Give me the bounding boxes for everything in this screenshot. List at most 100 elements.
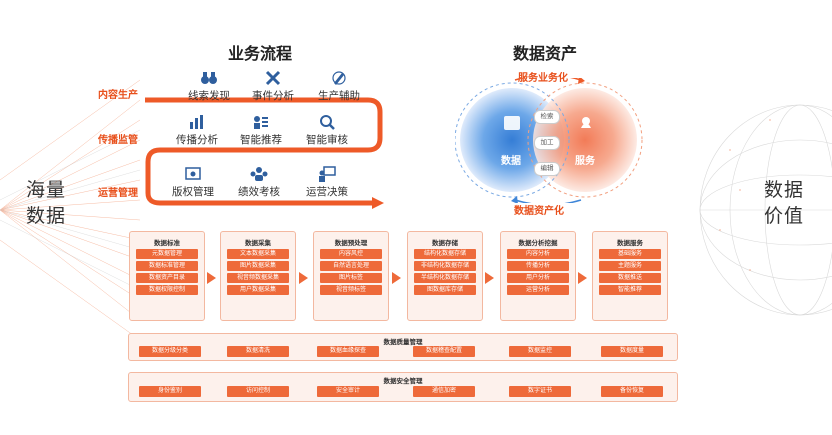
biz-item-broadcast-analysis[interactable]: 传播分析 <box>160 114 234 147</box>
stage-chip[interactable]: 内容分析 <box>507 249 569 259</box>
biz-item-label: 线索发现 <box>188 90 230 102</box>
flow-arrow <box>485 272 494 284</box>
certificate-icon <box>185 167 201 180</box>
stage-data-service: 数据服务 基础服务 主题服务 数据推送 智能推荐 <box>592 231 668 321</box>
business-title: 业务流程 <box>228 46 293 63</box>
stage-title: 数据服务 <box>617 240 643 247</box>
stage-chip[interactable]: 数据推送 <box>599 273 661 283</box>
biz-item-copyright-management[interactable]: 版权管理 <box>156 166 230 199</box>
stage-chip[interactable]: 图片数据采集 <box>227 261 289 271</box>
row-label-content-production: 内容生产 <box>98 90 138 101</box>
stage-chip[interactable]: 视音频数据采集 <box>227 273 289 283</box>
service-hand-icon <box>581 123 591 128</box>
stage-data-collection: 数据采集 文本数据采集 图片数据采集 视音频数据采集 用户数据采集 <box>220 231 296 321</box>
bar-chart-icon <box>190 115 203 129</box>
assets-top-label: 服务业务化 <box>518 73 568 84</box>
quality-chip[interactable]: 数据监控 <box>509 346 571 357</box>
stage-chip[interactable]: 基础服务 <box>599 249 661 259</box>
stage-title: 数据采集 <box>245 240 271 247</box>
team-icon <box>250 167 268 181</box>
left-caption-line1: 海量 <box>25 180 66 201</box>
quality-band: 数据质量管理 数据分级分类 数据清洗 数据血缘探查 数据稽查配置 数据监控 数据… <box>128 333 678 361</box>
stage-chip[interactable]: 数据资产目录 <box>136 273 198 283</box>
middle-chip-process: 加工 <box>534 136 560 150</box>
stage-chip[interactable]: 元数据管理 <box>136 249 198 259</box>
stage-data-standard: 数据标准 元数据管理 数据标准管理 数据资产目录 数据权限控制 <box>129 231 205 321</box>
tools-icon <box>265 70 281 86</box>
biz-item-label: 运营决策 <box>306 186 348 198</box>
stage-data-storage: 数据存储 结构化数据存储 非结构化数据存储 半结构化数据存储 图数据库存储 <box>407 231 483 321</box>
quality-chip[interactable]: 数据度量 <box>601 346 663 357</box>
stage-chip[interactable]: 主题服务 <box>599 261 661 271</box>
stage-chip[interactable]: 半结构化数据存储 <box>414 273 476 283</box>
right-caption: 数据 价值 <box>756 178 812 230</box>
stage-data-preprocess: 数据预处理 内容风控 自然语言处理 图片标签 视音频标签 <box>313 231 389 321</box>
stage-chip[interactable]: 自然语言处理 <box>320 261 382 271</box>
biz-item-label: 传播分析 <box>176 134 218 146</box>
stage-chip[interactable]: 用户分析 <box>507 273 569 283</box>
row-label-broadcast-supervision: 传播监管 <box>98 135 138 146</box>
biz-item-clue-discovery[interactable]: 线索发现 <box>172 70 246 103</box>
middle-chip-edit: 编辑 <box>534 162 560 176</box>
quality-chip[interactable]: 数据分级分类 <box>139 346 201 357</box>
stage-chip[interactable]: 传播分析 <box>507 261 569 271</box>
row-label-operation-management: 运营管理 <box>98 188 138 199</box>
security-chip[interactable]: 通信加密 <box>413 386 475 397</box>
biz-item-operation-decision[interactable]: 运营决策 <box>290 166 364 199</box>
right-caption-line2: 价值 <box>763 206 804 227</box>
biz-item-label: 版权管理 <box>172 186 214 198</box>
flow-arrow <box>207 272 216 284</box>
right-globe <box>699 104 832 316</box>
security-chip[interactable]: 安全审计 <box>317 386 379 397</box>
biz-item-smart-review[interactable]: 智能审核 <box>290 114 364 147</box>
biz-item-smart-recommend[interactable]: 智能推荐 <box>224 114 298 147</box>
flow-arrow <box>392 272 401 284</box>
stage-chip[interactable]: 数据权限控制 <box>136 285 198 295</box>
pen-icon <box>332 71 346 85</box>
biz-item-label: 生产辅助 <box>318 90 360 102</box>
quality-title: 数据质量管理 <box>383 339 423 346</box>
data-circle-label: 数据 <box>501 156 521 167</box>
stage-title: 数据标准 <box>154 240 180 247</box>
biz-item-production-assist[interactable]: 生产辅助 <box>302 70 376 103</box>
security-chip[interactable]: 身份鉴别 <box>139 386 201 397</box>
stage-chip[interactable]: 视音频标签 <box>320 285 382 295</box>
flow-arrow <box>578 272 587 284</box>
right-caption-line1: 数据 <box>763 180 804 201</box>
stage-chip[interactable]: 智能推荐 <box>599 285 661 295</box>
biz-item-label: 绩效考核 <box>238 186 280 198</box>
stage-chip[interactable]: 结构化数据存储 <box>414 249 476 259</box>
quality-chip[interactable]: 数据血缘探查 <box>317 346 379 357</box>
stage-chip[interactable]: 内容风控 <box>320 249 382 259</box>
security-chip[interactable]: 数字证书 <box>509 386 571 397</box>
presenter-icon <box>319 166 336 182</box>
quality-chip[interactable]: 数据清洗 <box>227 346 289 357</box>
security-chip[interactable]: 备份恢复 <box>601 386 663 397</box>
stage-title: 数据预处理 <box>334 240 368 247</box>
biz-item-event-analysis[interactable]: 事件分析 <box>236 70 310 103</box>
biz-item-label: 事件分析 <box>252 90 294 102</box>
assets-title: 数据资产 <box>513 46 578 63</box>
stage-chip[interactable]: 文本数据采集 <box>227 249 289 259</box>
stage-chip[interactable]: 运营分析 <box>507 285 569 295</box>
left-data-rays <box>0 79 140 341</box>
stage-chip[interactable]: 图数据库存储 <box>414 285 476 295</box>
security-chip[interactable]: 访问控制 <box>227 386 289 397</box>
stage-chip[interactable]: 非结构化数据存储 <box>414 261 476 271</box>
assets-bottom-label: 数据资产化 <box>514 206 564 217</box>
security-title: 数据安全管理 <box>383 378 423 385</box>
stage-title: 数据分析挖掘 <box>518 240 558 247</box>
database-icon <box>504 116 520 130</box>
stage-chip[interactable]: 用户数据采集 <box>227 285 289 295</box>
stage-chip[interactable]: 图片标签 <box>320 273 382 283</box>
left-caption-line2: 数据 <box>25 206 66 227</box>
middle-chip-search: 检索 <box>534 110 560 124</box>
security-band: 数据安全管理 身份鉴别 访问控制 安全审计 通信加密 数字证书 备份恢复 <box>128 372 678 402</box>
stage-chip[interactable]: 数据标准管理 <box>136 261 198 271</box>
quality-chip[interactable]: 数据稽查配置 <box>413 346 475 357</box>
stage-data-analysis: 数据分析挖掘 内容分析 传播分析 用户分析 运营分析 <box>500 231 576 321</box>
user-list-icon <box>254 116 268 129</box>
left-caption: 海量 数据 <box>18 178 74 230</box>
biz-item-label: 智能推荐 <box>240 134 282 146</box>
biz-item-performance-review[interactable]: 绩效考核 <box>222 166 296 199</box>
